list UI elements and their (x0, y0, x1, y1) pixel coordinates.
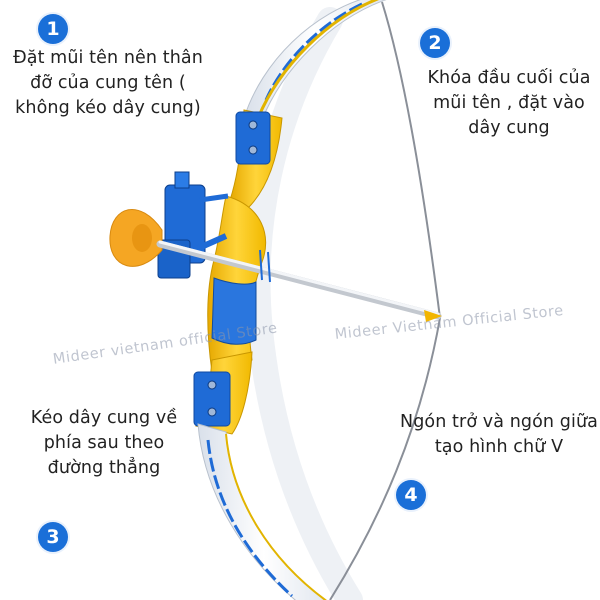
step-2-badge: 2 (420, 28, 450, 58)
step-3-badge: 3 (38, 522, 68, 552)
step-4-badge: 4 (396, 480, 426, 510)
step-2-text: Khóa đầu cuối của mũi tên , đặt vào dây … (427, 68, 591, 138)
lower-limb-bolt-block (193, 371, 231, 427)
bow-shadow (244, 7, 363, 600)
arrow-shaft (156, 240, 442, 320)
step-3-text: Kéo dây cung về phía sau theo đường thẳn… (30, 408, 178, 478)
lower-limb-stripe (206, 439, 294, 598)
step-4-text: Ngón trở và ngón giữa tạo hình chữ V (400, 412, 598, 457)
step-1-badge: 1 (38, 14, 68, 44)
grip-wrap (211, 277, 257, 345)
arrow-nock (424, 310, 442, 322)
step-1-text: Đặt mũi tên nên thân đỡ của cung tên ( k… (13, 48, 203, 118)
upper-limb-bolt-block (235, 111, 271, 165)
lower-limb-edge (225, 433, 328, 600)
upper-limb-edge (256, 0, 380, 119)
